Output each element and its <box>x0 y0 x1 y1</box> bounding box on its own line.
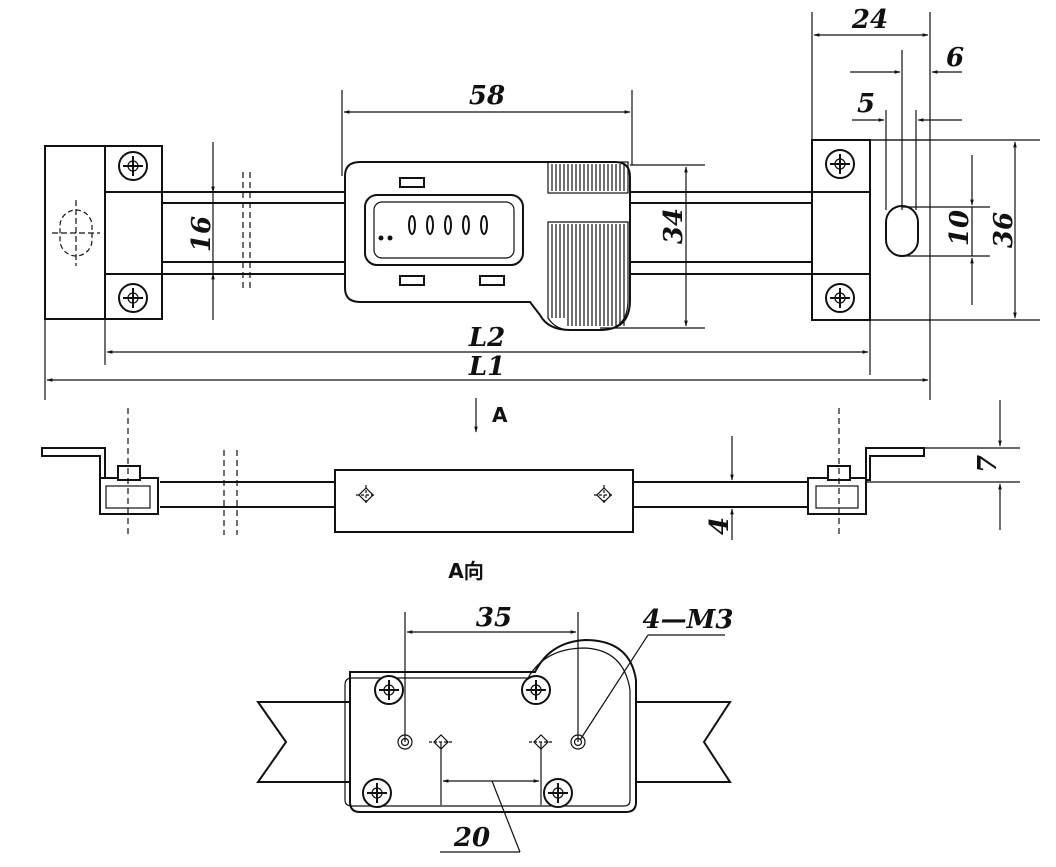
dimension-34: 34 <box>659 208 689 244</box>
slot-hole <box>885 205 919 257</box>
dimension-24: 24 <box>851 5 888 35</box>
view-arrow-label: A <box>492 403 508 427</box>
left-end-block <box>44 145 163 320</box>
digital-readout-head <box>344 161 631 331</box>
view-title: A向 <box>448 559 483 583</box>
top-view: 58 16 34 24 6 5 <box>44 5 1040 433</box>
screw-icon <box>118 151 148 181</box>
screw-icon <box>825 149 855 179</box>
dimension-20: 20 <box>453 823 490 853</box>
button <box>479 275 505 286</box>
dimension-4: 4 <box>705 517 735 535</box>
button <box>399 177 425 188</box>
knurled-grip-upper <box>547 161 629 194</box>
dimension-l1: L1 <box>468 352 505 382</box>
dimension-6: 6 <box>946 43 964 73</box>
knurled-grip-lower <box>547 221 629 331</box>
dimension-35: 35 <box>476 603 512 633</box>
scale-rail <box>162 172 812 290</box>
screw-icon <box>825 283 855 313</box>
view-arrow-a: A <box>474 398 508 433</box>
lcd-display <box>364 194 524 266</box>
lcd-digits <box>408 215 488 235</box>
screw-icon <box>118 283 148 313</box>
dimension-58: 58 <box>469 81 505 111</box>
dimension-10: 10 <box>945 210 975 246</box>
screw-icon <box>374 675 404 705</box>
screw-icon <box>543 778 573 808</box>
dimensions-top: 58 16 34 24 6 5 <box>44 5 1040 400</box>
dimension-5: 5 <box>857 89 875 119</box>
dimension-36: 36 <box>989 212 1019 248</box>
button <box>399 275 425 286</box>
dimension-16: 16 <box>187 216 217 252</box>
dimension-7: 7 <box>973 455 1003 473</box>
right-bracket <box>807 408 925 535</box>
back-view: 35 4—M3 20 <box>256 603 734 853</box>
side-view: 4 7 <box>41 400 1020 540</box>
screw-icon <box>521 675 551 705</box>
left-bracket <box>41 408 159 535</box>
right-end-block <box>811 139 931 321</box>
screw-icon <box>362 778 392 808</box>
head-side <box>334 469 634 533</box>
thread-callout: 4—M3 <box>643 605 734 635</box>
dimension-l2: L2 <box>468 323 505 353</box>
